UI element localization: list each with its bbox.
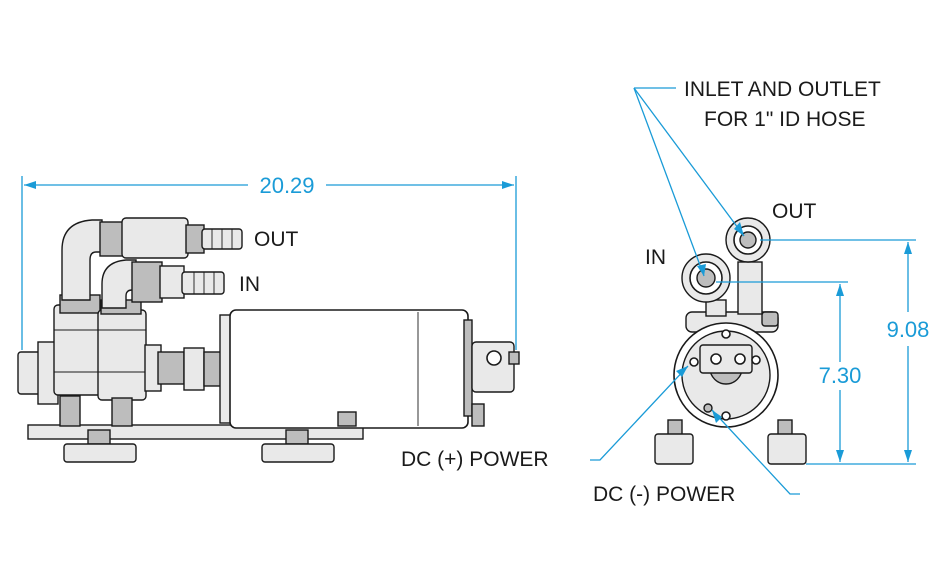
side-in-label: IN bbox=[239, 273, 260, 296]
side-mount-foot-left bbox=[63, 429, 137, 463]
overall-length-value: 20.29 bbox=[259, 173, 314, 198]
dc-positive-label: DC (+) POWER bbox=[401, 448, 549, 471]
side-mount-foot-right bbox=[261, 429, 335, 463]
dc-negative-label: DC (-) POWER bbox=[593, 483, 735, 506]
side-pump-head bbox=[17, 294, 185, 427]
side-outlet-pipe bbox=[61, 217, 243, 301]
leader-dc-positive bbox=[590, 365, 689, 461]
side-motor bbox=[219, 309, 485, 429]
end-view: 9.08 7.30 INLET AND OUTLET FOR 1" ID HOS… bbox=[401, 78, 929, 506]
end-out-label: OUT bbox=[772, 200, 817, 223]
side-view: 20.29 OUT IN bbox=[17, 173, 520, 463]
side-out-label: OUT bbox=[254, 228, 299, 251]
side-inlet-pipe bbox=[101, 259, 225, 309]
side-coupling bbox=[183, 347, 223, 391]
hose-note-line1: INLET AND OUTLET bbox=[684, 78, 881, 101]
inlet-height-value: 7.30 bbox=[819, 363, 862, 388]
dimension-outlet-height bbox=[760, 239, 916, 465]
dimension-inlet-height bbox=[716, 281, 848, 462]
end-outlet-port bbox=[725, 217, 771, 315]
end-inlet-port bbox=[681, 253, 731, 317]
leader-hose-note bbox=[633, 87, 745, 277]
outlet-height-value: 9.08 bbox=[887, 317, 930, 342]
side-terminal-cap bbox=[471, 341, 520, 393]
end-mount-foot-right bbox=[767, 419, 807, 465]
dimension-overall-length bbox=[21, 176, 517, 350]
leader-dc-negative bbox=[711, 409, 800, 495]
hose-note-line2: FOR 1" ID HOSE bbox=[704, 108, 865, 131]
end-pump-body bbox=[673, 311, 779, 428]
end-mount-foot-left bbox=[654, 419, 694, 465]
end-in-label: IN bbox=[645, 246, 666, 269]
